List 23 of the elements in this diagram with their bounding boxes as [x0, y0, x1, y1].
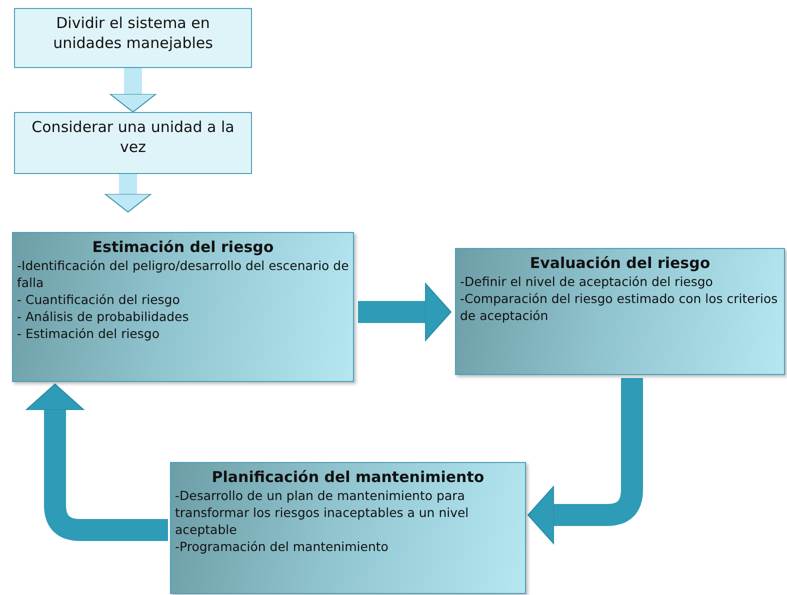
process-box — [455, 248, 785, 375]
bullet-text: -Comparación del riesgo estimado con los criterios de aceptación — [460, 290, 779, 324]
box-text: Considerar una unidad a la vez — [30, 117, 236, 157]
bullet-text: -Desarrollo de un plan de mantenimiento para transformar los riesgos inaceptables a un nivel aceptable — [175, 487, 470, 538]
bullet-text: -Definir el nivel de aceptación del riesgo — [460, 273, 714, 290]
process-box — [14, 112, 252, 174]
box-heading: Evaluación del riesgo — [528, 255, 712, 272]
process-box — [14, 8, 252, 68]
bullet-text: -Programación del mantenimiento — [175, 538, 390, 555]
bullet-text: -Identificación del peligro/desarrollo del escenario de falla — [17, 257, 349, 291]
box-text: Dividir el sistema en unidades manejables — [52, 13, 214, 53]
bullet-text: - Estimación del riesgo — [17, 325, 160, 342]
block-arrow — [104, 174, 152, 212]
bullet-text: - Cuantificación del riesgo — [17, 291, 181, 308]
box-heading: Estimación del riesgo — [91, 239, 275, 256]
process-box — [12, 232, 354, 382]
process-box — [170, 462, 526, 594]
block-arrow — [528, 378, 643, 544]
box-heading: Planificación del mantenimiento — [210, 469, 486, 486]
bullet-text: - Análisis de probabilidades — [17, 308, 190, 325]
block-arrow — [26, 384, 168, 541]
block-arrow — [110, 68, 156, 112]
block-arrow — [358, 282, 452, 342]
